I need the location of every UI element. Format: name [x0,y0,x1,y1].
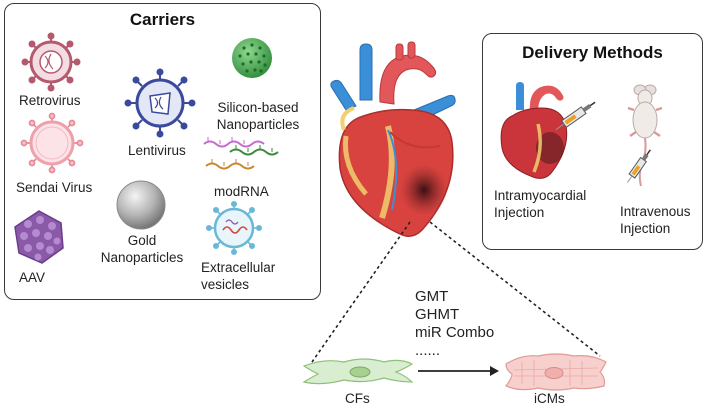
gold-label-line1: Gold [127,233,157,248]
ev-label-line1: Extracellular [201,260,276,275]
intravenous-line2: Injection [620,221,671,236]
modrna-icon [203,137,279,170]
cfs-label: CFs [345,391,370,406]
silicon-nanoparticle-icon [232,38,272,78]
retrovirus-icon [21,32,81,92]
factor-gmt: GMT [415,288,449,305]
intramyocardial-line2: Injection [494,205,545,220]
sendai-virus-icon [20,112,84,174]
factor-ellipsis: ...... [415,342,441,359]
retrovirus-label: Retrovirus [19,93,81,108]
lentivirus-icon [124,68,196,138]
icms-label: iCMs [534,391,565,406]
heart-icon [330,41,456,237]
intramyocardial-injection-label: Intramyocardial Injection [494,187,586,221]
conversion-arrow [418,366,499,376]
aav-label: AAV [19,270,46,285]
silicon-label-line2: Nanoparticles [216,117,300,132]
intravenous-injection-icon [627,84,663,187]
silicon-label-line1: Silicon-based [217,100,299,115]
factor-ghmt: GHMT [415,306,460,323]
intramyocardial-injection-icon [500,82,596,179]
intravenous-injection-label: Intravenous Injection [620,203,691,237]
factor-mir-combo: miR Combo [415,324,495,341]
intravenous-line1: Intravenous [620,204,691,219]
lentivirus-label: Lentivirus [128,143,186,158]
extracellular-vesicles-icon [205,200,262,255]
cardiac-fibroblast-icon [302,358,414,385]
sendai-virus-label: Sendai Virus [16,180,93,195]
silicon-nanoparticles-label: Silicon-based Nanoparticles [206,99,310,133]
induced-cardiomyocyte-icon [505,353,607,391]
extracellular-vesicles-label: Extracellular vesicles [201,259,275,293]
intramyocardial-line1: Intramyocardial [494,188,587,203]
carriers-title: Carriers [129,10,196,29]
modrna-label: modRNA [214,184,269,199]
gold-label-line2: Nanoparticles [100,250,184,265]
gold-nanoparticles-label: Gold Nanoparticles [92,232,192,266]
gold-nanoparticle-icon [116,180,166,230]
aav-icon [14,210,64,264]
reprogramming-factors-list: GMT GHMT miR Combo ...... [415,288,494,360]
ev-label-line2: vesicles [201,277,250,292]
delivery-methods-title: Delivery Methods [522,43,663,62]
